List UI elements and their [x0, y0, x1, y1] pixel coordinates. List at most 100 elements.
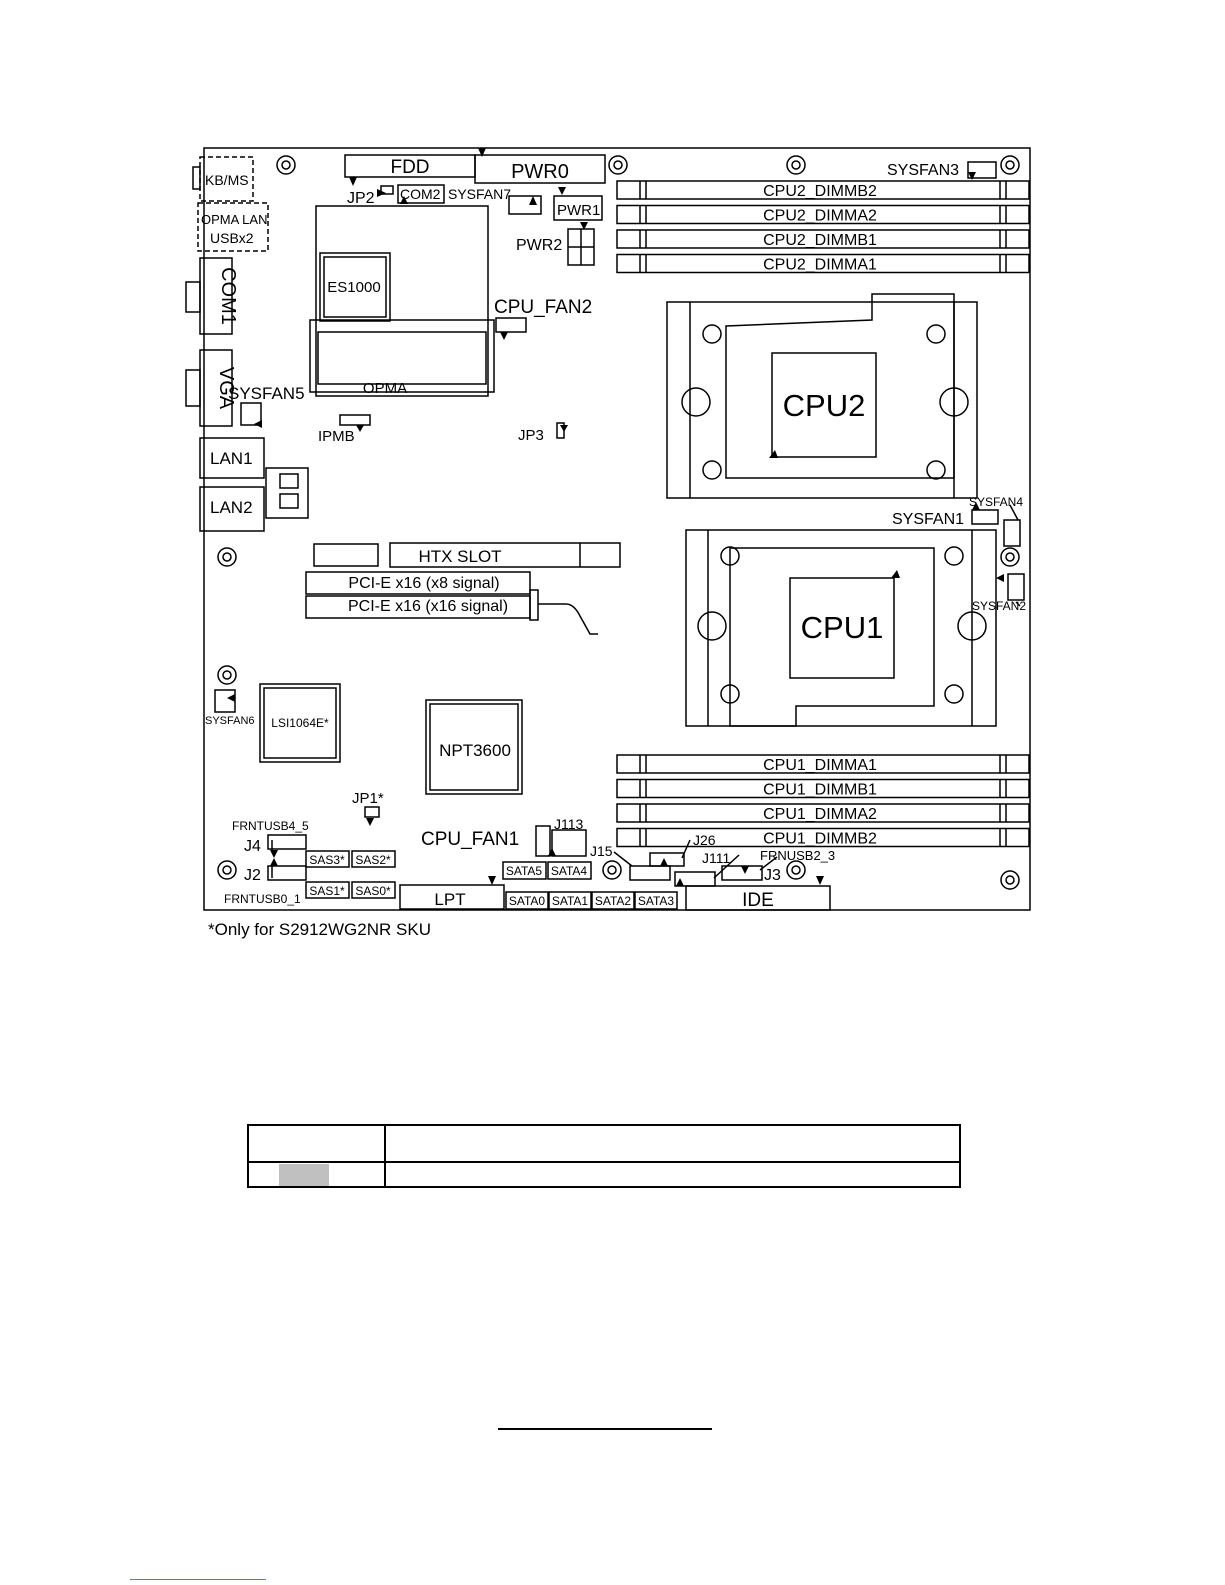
sas2-port: [351, 850, 396, 868]
vga-label: VGA: [215, 367, 237, 410]
ipmb-connector: [339, 414, 371, 426]
dimm-label: CPU1_DIMMB1: [763, 782, 877, 799]
sas2-label: SAS2*: [355, 853, 391, 867]
dimm-label: CPU2_DIMMB1: [763, 232, 877, 249]
sata0-port: [505, 891, 549, 910]
sata4-label: SATA4: [551, 864, 588, 878]
opma-lan-label: OPMA LAN: [201, 212, 267, 227]
sysfan2-label: SYSFAN2: [972, 599, 1026, 613]
es1000-chip: [319, 252, 391, 322]
dimm-label: CPU1_DIMMA1: [763, 757, 877, 774]
cpu2-socket: [666, 301, 978, 499]
cpu-fan1-label: CPU_FAN1: [421, 829, 519, 850]
ide-label: IDE: [742, 890, 774, 911]
cpu-fan2-connector: [495, 317, 527, 333]
sas0-label: SAS0*: [355, 884, 391, 898]
lpt-label: LPT: [434, 890, 465, 909]
pwr1-connector: [553, 195, 603, 221]
sata1-port: [548, 891, 592, 910]
lan2-label: LAN2: [210, 498, 253, 517]
dimm-label: CPU2_DIMMA2: [763, 208, 877, 225]
cpu-fan1-connector: [535, 825, 551, 857]
legend-table: [247, 1124, 961, 1188]
j15-label: J15: [590, 843, 613, 859]
lsi-chip: [259, 683, 341, 763]
pwr2-label: PWR2: [516, 237, 562, 254]
cpu2-label: CPU2: [783, 388, 866, 423]
sysfan7-label: SYSFAN7: [448, 186, 511, 202]
sysfan7-connector: [508, 195, 542, 215]
dimm-label: CPU1_DIMMB2: [763, 831, 877, 848]
j26-label: J26: [693, 832, 716, 848]
fdd-label: FDD: [390, 157, 429, 178]
dimm-label: CPU2_DIMMB2: [763, 183, 877, 200]
htx-slot: [389, 542, 621, 568]
dimm-slot-cpu2-dimmb1: CPU2_DIMMB1: [616, 229, 1030, 249]
sysfan1-connector: [971, 509, 999, 525]
pwr1-label: PWR1: [557, 202, 600, 219]
dimm-slot-cpu2-dimma2: CPU2_DIMMA2: [616, 204, 1030, 225]
sas1-label: SAS1*: [309, 884, 345, 898]
sysfan2-connector: [1007, 573, 1025, 601]
j113-header: [551, 829, 587, 857]
npt3600-label: NPT3600: [439, 741, 511, 760]
sata5-label: SATA5: [506, 864, 543, 878]
opma-label: OPMA: [363, 380, 407, 397]
dimm-label: CPU2_DIMMA1: [763, 257, 877, 274]
j113-label: J113: [554, 816, 584, 832]
sku-note: *Only for S2912WG2NR SKU: [208, 920, 431, 939]
pcie-x8-slot: [305, 571, 531, 595]
j4-label: J4: [244, 838, 261, 855]
dimm-slot-cpu1-dimma2: CPU1_DIMMA2: [616, 803, 1030, 823]
dimm-slot-cpu2-dimma1: CPU2_DIMMA1: [616, 253, 1030, 274]
sata5-port: [502, 861, 547, 880]
sysfan4-connector: [1003, 519, 1021, 547]
pcie-x16-label: PCI-E x16 (x16 signal): [348, 598, 508, 615]
ide-connector: [685, 885, 831, 911]
cpu2-die: [771, 352, 877, 458]
com2-connector: [397, 184, 445, 204]
sas0-port: [351, 881, 396, 899]
cpu-fan2-label: CPU_FAN2: [494, 297, 592, 318]
sata3-label: SATA3: [638, 894, 675, 908]
jp1-jumper: [364, 806, 380, 818]
cpu1-socket: [685, 529, 997, 727]
j3-header: [721, 865, 763, 881]
sysfan6-label: SYSFAN6: [205, 715, 255, 727]
sas3-port: [305, 850, 350, 868]
jp2-label: JP2: [347, 190, 375, 207]
lan2-port: [199, 486, 265, 532]
j15-header: [629, 865, 671, 881]
mounting-holes: [217, 155, 1020, 890]
j4-header: [267, 834, 307, 850]
dimm-slot-cpu1-dimma1: CPU1_DIMMA1: [616, 754, 1030, 774]
legend-table-header-row: [249, 1126, 959, 1163]
lsi-label: LSI1064E*: [271, 716, 329, 730]
dimm-label: CPU1_DIMMA2: [763, 806, 877, 823]
opma-slot: [315, 205, 489, 397]
es1000-label: ES1000: [327, 279, 380, 296]
sas3-label: SAS3*: [309, 853, 345, 867]
sysfan1-label: SYSFAN1: [892, 511, 964, 528]
kbms-label: KB/MS: [205, 172, 249, 188]
sysfan5-connector: [240, 402, 262, 426]
opma-lan-port: [197, 202, 269, 252]
cpu1-label: CPU1: [801, 610, 884, 645]
jp2-jumper: [380, 185, 394, 195]
sysfan5-label: SYSFAN5: [228, 384, 305, 403]
pointer-arrows: [227, 148, 1004, 886]
ipmb-label: IPMB: [318, 428, 355, 445]
sata0-label: SATA0: [509, 894, 546, 908]
pwr0-label: PWR0: [511, 161, 569, 183]
sata4-port: [547, 861, 592, 880]
sysfan6-connector: [214, 689, 236, 713]
lpt-connector: [399, 884, 505, 910]
com2-label: COM2: [400, 186, 441, 202]
com1-label: COM1: [217, 267, 239, 325]
page-bottom-rule: [130, 1579, 266, 1580]
sysfan3-connector: [967, 161, 997, 179]
legend-table-divider: [384, 1126, 386, 1186]
j2-label: J2: [244, 867, 261, 884]
frntusb0-1-label: FRNTUSB0_1: [224, 892, 301, 906]
